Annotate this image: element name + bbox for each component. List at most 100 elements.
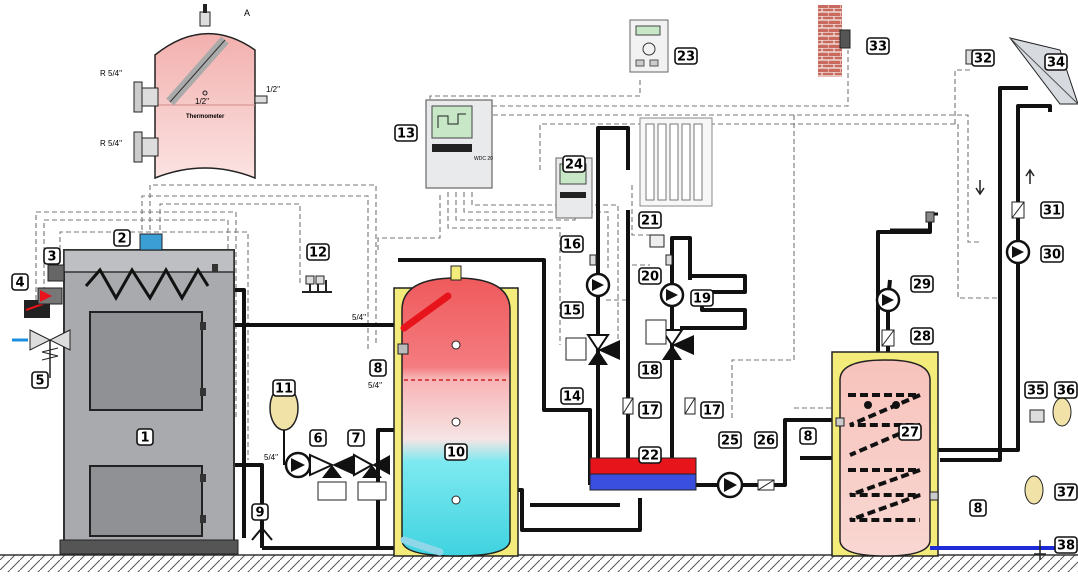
callout-c1: 1 — [136, 428, 154, 446]
callout-c12: 12 — [306, 243, 330, 261]
callout-c25: 25 — [718, 431, 742, 449]
callout-number: 17 — [641, 404, 659, 419]
dhw-loading — [716, 471, 775, 499]
boiler — [12, 233, 239, 555]
callout-number: 5 — [35, 374, 44, 389]
callout-c20: 20 — [638, 267, 662, 285]
callout-c30: 30 — [1040, 245, 1064, 263]
callout-number: 34 — [1047, 56, 1065, 71]
callout-c6: 6 — [309, 429, 327, 447]
callout-number: 31 — [1043, 204, 1061, 219]
callout-number: 10 — [447, 446, 465, 461]
callout-c16: 16 — [560, 235, 584, 253]
callout-c18: 18 — [638, 361, 662, 379]
pipe-size-labels: 5/4'' 5/4'' 5/4'' — [264, 313, 383, 462]
callout-number: 19 — [693, 292, 711, 307]
callout-c37: 37 — [1054, 483, 1078, 501]
callout-number: 8 — [373, 362, 382, 377]
callout-number: 33 — [869, 40, 887, 55]
label-pump-inlet: 5/4'' — [264, 453, 279, 462]
callout-number: 24 — [565, 158, 583, 173]
callout-number: 1 — [140, 431, 149, 446]
callout-c14: 14 — [560, 387, 584, 405]
solar-circuit — [965, 37, 1078, 560]
callout-number: 23 — [677, 50, 695, 65]
callout-c36: 36 — [1054, 381, 1078, 399]
callout-number: 29 — [913, 278, 931, 293]
callout-c26: 26 — [754, 431, 778, 449]
floor — [0, 554, 1078, 572]
dhw-circulation — [875, 287, 901, 347]
callout-number: 7 — [351, 432, 360, 447]
dhw-tank — [831, 211, 1060, 557]
callout-number: 15 — [563, 304, 581, 319]
callout-number: 13 — [397, 127, 415, 142]
callout-c17a: 17 — [638, 401, 662, 419]
callout-c33: 33 — [866, 37, 890, 55]
inset-thermo-size: 1/2'' — [195, 97, 210, 106]
callout-c7: 7 — [347, 429, 365, 447]
callout-number: 6 — [313, 432, 322, 447]
callout-c23: 23 — [674, 47, 698, 65]
callout-c27: 27 — [898, 423, 922, 441]
callout-c34: 34 — [1044, 53, 1068, 71]
callout-number: 9 — [255, 506, 264, 521]
callout-c21: 21 — [638, 211, 662, 229]
inset-thermo-label: Thermometer — [186, 114, 225, 120]
callout-number: 4 — [15, 276, 24, 291]
pipework — [200, 86, 1052, 550]
callout-c8c: 8 — [969, 499, 987, 517]
controller-label: WDC 20 — [474, 156, 493, 162]
boiler-loading-group — [251, 275, 390, 541]
callout-number: 25 — [721, 434, 739, 449]
callout-number: 3 — [47, 250, 56, 265]
callout-number: 12 — [309, 246, 327, 261]
callout-c8b: 8 — [799, 427, 817, 445]
callout-c15: 15 — [560, 301, 584, 319]
main-controller: WDC 20 — [425, 99, 493, 189]
inset-boiler-detail: A R 5/4'' R 5/4'' 1/2'' 1/2'' Thermomete… — [100, 4, 281, 180]
control-wiring — [35, 50, 1000, 460]
callout-c10: 10 — [444, 443, 468, 461]
callout-c5: 5 — [31, 371, 49, 389]
inset-port-side: 1/2'' — [266, 85, 281, 94]
inset-top-label: A — [244, 8, 250, 18]
callout-c8a: 8 — [369, 359, 387, 377]
callout-c4: 4 — [11, 273, 29, 291]
radiator — [639, 117, 713, 207]
buffer-tank — [393, 265, 519, 557]
inset-port-upper: R 5/4'' — [100, 69, 123, 78]
callout-c38: 38 — [1054, 536, 1078, 554]
label-buffer-mid: 5/4'' — [368, 381, 383, 390]
callout-c31: 31 — [1040, 201, 1064, 219]
callout-number: 16 — [563, 238, 581, 253]
callout-c35: 35 — [1024, 381, 1048, 399]
callout-c9: 9 — [251, 503, 269, 521]
callout-number: 20 — [641, 270, 659, 285]
callout-c2: 2 — [113, 229, 131, 247]
callout-number: 38 — [1057, 539, 1075, 554]
callout-c32: 32 — [971, 49, 995, 67]
callout-number: 21 — [641, 214, 659, 229]
callout-c19: 19 — [690, 289, 714, 307]
callout-number: 22 — [641, 449, 659, 464]
callout-number: 28 — [913, 330, 931, 345]
label-buffer-inlet: 5/4'' — [352, 313, 367, 322]
inset-port-lower: R 5/4'' — [100, 139, 123, 148]
callout-c28: 28 — [910, 327, 934, 345]
callout-c11: 11 — [272, 379, 296, 397]
callout-number: 37 — [1057, 486, 1075, 501]
callout-c24: 24 — [562, 155, 586, 173]
heating-circuit — [565, 117, 713, 491]
callout-number: 14 — [563, 390, 581, 405]
callout-c3: 3 — [43, 247, 61, 265]
callout-number: 11 — [275, 382, 293, 397]
callout-number: 8 — [803, 430, 812, 445]
callout-number: 36 — [1057, 384, 1075, 399]
callout-number: 26 — [757, 434, 775, 449]
outdoor-sensor — [818, 5, 851, 77]
callout-c17b: 17 — [700, 401, 724, 419]
callout-c29: 29 — [910, 275, 934, 293]
